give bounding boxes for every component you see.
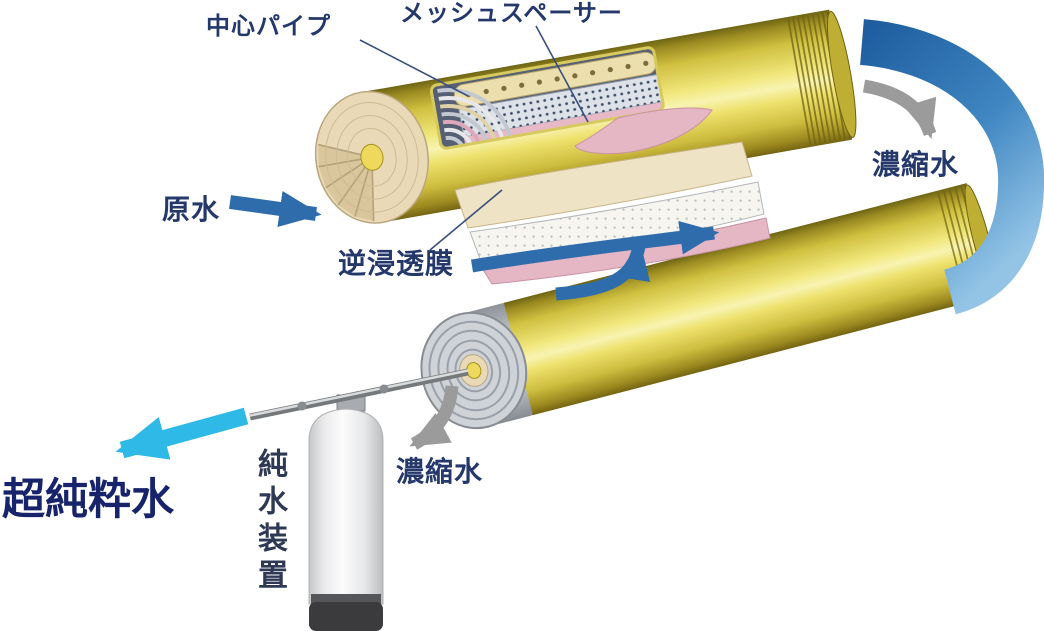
label-concentrate-top: 濃縮水: [872, 148, 960, 181]
top-end-hub: [360, 143, 384, 171]
leader-ro-membrane: [429, 189, 503, 251]
pipe-joint: [297, 401, 307, 411]
membrane-sheet-cream: [454, 141, 753, 229]
permeate-pipe: [249, 368, 469, 421]
tank-cap-band: [311, 594, 381, 604]
top-ro-vessel: [314, 9, 857, 224]
interstage-flow-arc: [859, 19, 1044, 315]
raw-water-arrow: [229, 190, 322, 227]
label-pure-water-unit: 純水装置: [252, 448, 287, 596]
pure-water-unit-graphic: [308, 394, 384, 631]
top-vessel-end-cap: [826, 10, 857, 139]
concentrate-arrow-bottom: [409, 385, 459, 450]
label-raw-water: 原水: [162, 193, 221, 226]
pipe-joint: [379, 384, 389, 394]
tank-body: [308, 408, 384, 605]
tank-base-cap: [309, 602, 383, 631]
ultrapure-water-arrow: [115, 407, 249, 460]
label-ro-membrane: 逆浸透膜: [338, 247, 455, 280]
feed-flow-arrow-bent: [555, 240, 651, 301]
label-center-pipe: 中心パイプ: [206, 12, 331, 40]
rolled-layers-graphic: [437, 87, 514, 150]
feed-flow-arrow-long: [470, 220, 720, 273]
top-vessel-end-face: [314, 90, 430, 224]
label-ultrapure-water: 超純粋水: [2, 475, 174, 525]
leader-mesh-spacer: [535, 25, 589, 123]
leader-center-pipe: [359, 39, 469, 97]
label-concentrate-bottom: 濃縮水: [396, 455, 484, 488]
bottom-vessel-body: [503, 183, 996, 416]
cutaway-opening: [429, 46, 665, 150]
top-vessel-threads: [787, 11, 851, 146]
membrane-sheet-pink-upper: [574, 107, 713, 155]
concentrate-arrow-top: [862, 79, 937, 139]
label-mesh-spacer: メッシュスペーサー: [400, 0, 623, 27]
leader-lines: [359, 25, 589, 251]
